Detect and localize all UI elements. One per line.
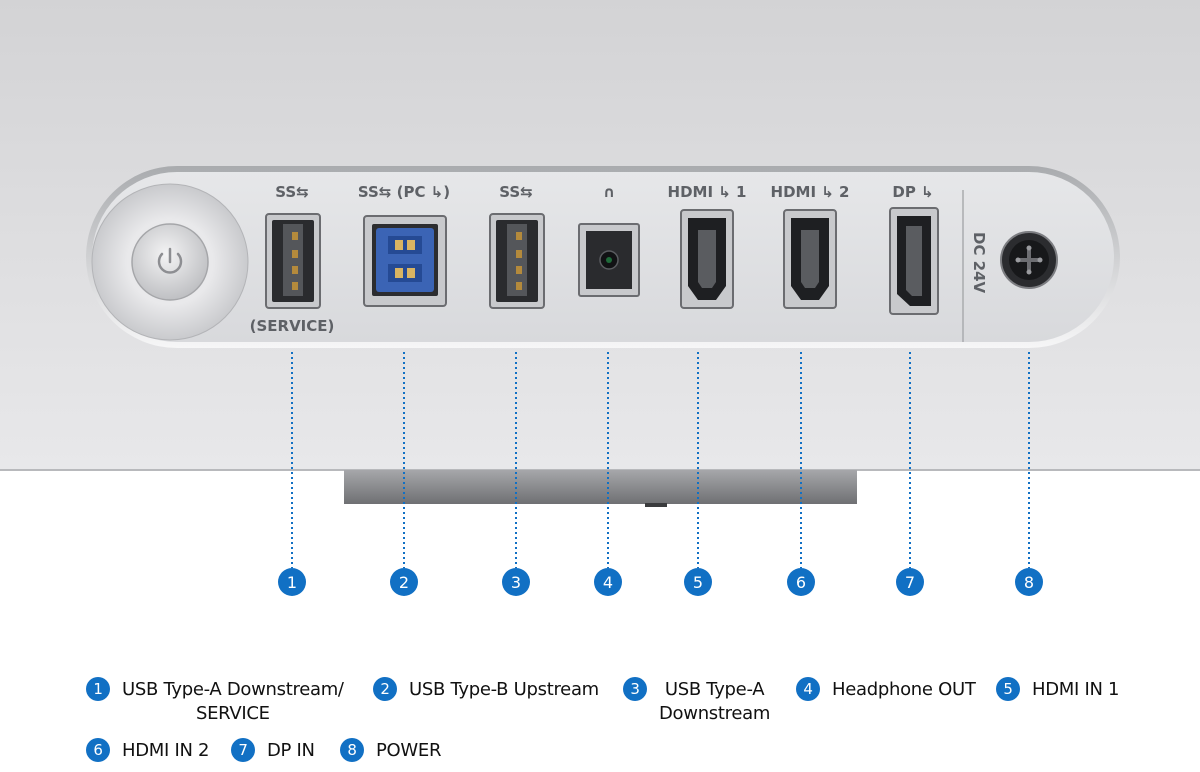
callout-8-number: 8 (1024, 573, 1034, 592)
legend-text-5: HDMI IN 1 (1032, 679, 1120, 700)
legend-badge-2: 2 (373, 677, 397, 701)
usb-b-port[interactable] (363, 215, 447, 307)
callout-6-number: 6 (796, 573, 806, 592)
legend-badge-8: 8 (340, 738, 364, 762)
legend-item-6: 6 HDMI IN 2 (86, 738, 210, 763)
usb-a-1-bottom-label: (SERVICE) (250, 317, 335, 335)
usb-a-2-top-label: SS⇆ (499, 183, 533, 201)
callout-5-number: 5 (693, 573, 703, 592)
callout-6: 6 (787, 568, 815, 596)
callout-4: 4 (594, 568, 622, 596)
legend-badge-5: 5 (996, 677, 1020, 701)
callout-3: 3 (502, 568, 530, 596)
legend-badge-3: 3 (623, 677, 647, 701)
dc-power-port[interactable] (1000, 231, 1058, 289)
legend-text-4: Headphone OUT (832, 679, 976, 700)
callout-7: 7 (896, 568, 924, 596)
legend-item-7: 7 DP IN (231, 738, 315, 763)
stand-notch (645, 503, 667, 507)
legend-text-8: POWER (376, 740, 442, 761)
callout-5: 5 (684, 568, 712, 596)
legend-item-5: 5 HDMI IN 1 (996, 677, 1120, 702)
legend-badge-7: 7 (231, 738, 255, 762)
legend-item-8: 8 POWER (340, 738, 442, 763)
legend-item-4: 4 Headphone OUT (796, 677, 976, 702)
legend-text-7: DP IN (267, 740, 315, 761)
legend-item-2: 2 USB Type-B Upstream (373, 677, 599, 702)
legend-text-2: USB Type-B Upstream (409, 679, 599, 700)
headphone-top-label: ∩ (603, 183, 615, 201)
legend-text-1-line-1: USB Type-A Downstream/ (122, 679, 344, 700)
hdmi-2-port[interactable] (783, 209, 837, 309)
hdmi-1-top-label: HDMI ↳ 1 (668, 183, 747, 201)
legend-item-3: 3 USB Type-A Downstream (623, 677, 771, 726)
stand-neck (344, 470, 857, 504)
power-icon (157, 247, 183, 274)
usb-a-1-top-label: SS⇆ (275, 183, 309, 201)
legend-item-1: 1 USB Type-A Downstream/ SERVICE (86, 677, 344, 726)
legend-text-6: HDMI IN 2 (122, 740, 210, 761)
callout-2-number: 2 (399, 573, 409, 592)
callout-4-number: 4 (603, 573, 613, 592)
callout-2: 2 (390, 568, 418, 596)
legend-badge-1: 1 (86, 677, 110, 701)
usb-b-top-label: SS⇆ (PC ↳) (358, 183, 450, 201)
callout-7-number: 7 (905, 573, 915, 592)
dc-24v-label: DC 24V (970, 232, 988, 294)
hdmi-1-port[interactable] (680, 209, 734, 309)
usb-a-2-port[interactable] (489, 213, 545, 309)
legend-text-1-line-2: SERVICE (195, 703, 270, 724)
callout-3-number: 3 (511, 573, 521, 592)
legend-text-3-line-1: USB Type-A (664, 679, 765, 700)
callout-1: 1 (278, 568, 306, 596)
dp-top-label: DP ↳ (892, 183, 933, 201)
hdmi-2-top-label: HDMI ↳ 2 (771, 183, 850, 201)
legend-text-3-line-2: Downstream (659, 703, 771, 724)
headphone-port[interactable] (578, 223, 640, 297)
legend-badge-4: 4 (796, 677, 820, 701)
legend-badge-6: 6 (86, 738, 110, 762)
callout-8: 8 (1015, 568, 1043, 596)
usb-a-1-port[interactable] (265, 213, 321, 309)
leader-lines (291, 352, 1030, 568)
displayport-port[interactable] (889, 207, 939, 315)
callout-1-number: 1 (287, 573, 297, 592)
